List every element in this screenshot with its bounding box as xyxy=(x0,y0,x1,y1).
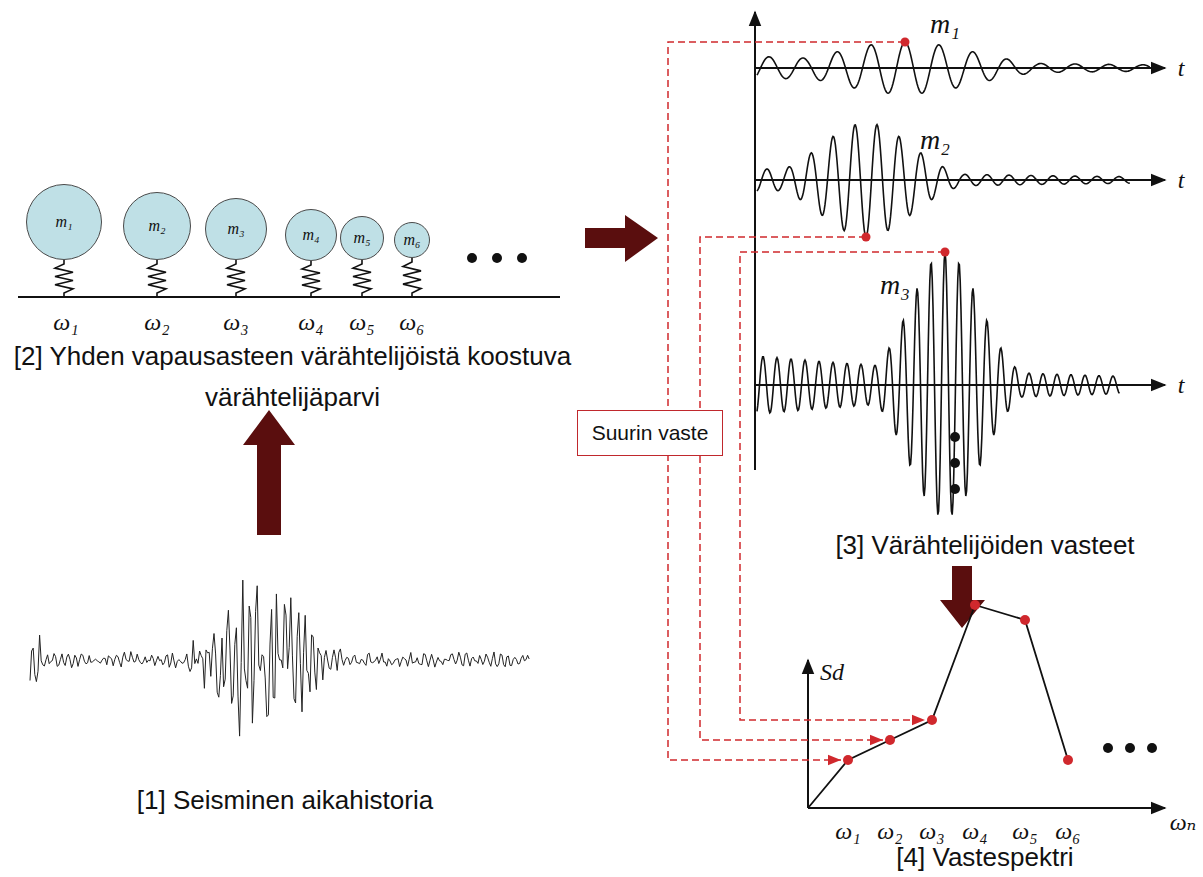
spring xyxy=(353,260,371,297)
frequency-axis xyxy=(808,807,1165,809)
symbol-label: ω₃ xyxy=(223,309,248,335)
flow-arrow xyxy=(940,566,985,628)
symbol-label: ω₄ xyxy=(298,309,323,335)
symbol-label: t xyxy=(1178,167,1185,193)
peak-leader xyxy=(740,252,945,720)
symbol-label: m₂ xyxy=(920,125,950,156)
mass-circle: m₆ xyxy=(394,222,430,258)
response-curve xyxy=(757,252,1119,515)
mass-circle: m₂ xyxy=(123,192,191,260)
time-axis xyxy=(755,67,1165,69)
caption-label: [2] Yhden vapausasteen värähtelijöistä k… xyxy=(5,336,580,418)
ground-line xyxy=(18,296,560,298)
peak-leader xyxy=(700,237,883,740)
spectrum-point xyxy=(843,755,853,765)
caption-label: [4] Vastespektri xyxy=(896,843,1073,872)
mass-circle: m₃ xyxy=(205,198,267,260)
symbol-label: ω₄ xyxy=(962,818,987,844)
symbol-label: ω₅ xyxy=(349,309,374,335)
node-text: m₆ xyxy=(403,231,420,249)
node-text: m₄ xyxy=(302,226,319,244)
spring xyxy=(227,260,245,297)
caption-label: [1] Seisminen aikahistoria xyxy=(137,786,433,815)
flow-arrow xyxy=(243,410,295,535)
peak-dot xyxy=(901,38,910,47)
response-curve xyxy=(757,125,1130,237)
node-text: m₅ xyxy=(353,229,370,247)
peak-leader xyxy=(668,42,905,760)
symbol-label: m₃ xyxy=(880,270,910,301)
symbol-label: Sd xyxy=(820,659,844,685)
mass-circle: m₄ xyxy=(285,209,337,261)
peak-dot xyxy=(862,233,871,242)
seismogram xyxy=(30,580,529,736)
spring xyxy=(55,260,73,297)
spring xyxy=(302,261,320,297)
response-curve xyxy=(757,42,1150,93)
symbol-label: ω₆ xyxy=(1055,818,1080,844)
spring xyxy=(148,260,166,297)
spectrum-point xyxy=(970,600,980,610)
peak-dot xyxy=(941,248,950,257)
flow-arrow xyxy=(585,215,658,262)
spectrum-axis xyxy=(807,660,809,808)
node-text: m₂ xyxy=(148,217,165,235)
ellipsis-dots xyxy=(467,253,527,263)
symbol-label: m₁ xyxy=(930,9,960,40)
symbol-label: ω₁ xyxy=(53,309,78,335)
symbol-label: ω₁ xyxy=(835,818,860,844)
symbol-label: ω₂ xyxy=(144,309,169,335)
symbol-label: ω₅ xyxy=(1012,818,1037,844)
spectrum-point xyxy=(1020,615,1030,625)
symbol-label: ωₙ xyxy=(1170,809,1197,835)
symbol-label: ω₆ xyxy=(399,309,424,335)
spectrum-curve xyxy=(808,605,1068,808)
caption-label: [3] Värähtelijöiden vasteet xyxy=(835,531,1134,560)
symbol-label: t xyxy=(1178,55,1185,81)
spring xyxy=(403,258,421,297)
node-text: Suurin vaste xyxy=(592,421,709,445)
spectrum-point xyxy=(927,715,937,725)
spectrum-point xyxy=(1063,755,1073,765)
mass-circle: m₅ xyxy=(340,216,384,260)
callout-box: Suurin vaste xyxy=(577,410,724,456)
ellipsis-dots xyxy=(1103,743,1157,753)
symbol-label: ω₃ xyxy=(919,818,944,844)
mass-circle: m₁ xyxy=(26,184,102,260)
node-text: m₁ xyxy=(55,213,72,231)
response-axis xyxy=(754,12,756,470)
node-text: m₃ xyxy=(227,220,244,238)
time-axis xyxy=(755,384,1165,386)
symbol-label: t xyxy=(1178,372,1185,398)
spectrum-point xyxy=(885,735,895,745)
symbol-label: ω₂ xyxy=(877,818,902,844)
